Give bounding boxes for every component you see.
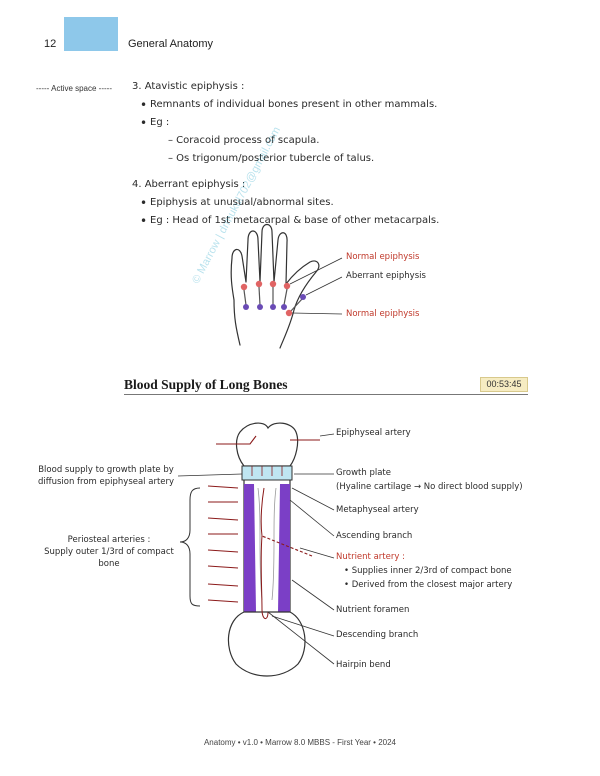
chapter-tab — [64, 17, 118, 51]
leader-aberrant — [305, 276, 343, 296]
chapter-title: General Anatomy — [128, 38, 213, 50]
label-normal-epiphysis-top: Normal epiphysis — [346, 252, 420, 262]
periosteal-brace — [179, 487, 201, 607]
aberrant-epiphyses — [243, 294, 306, 310]
label-nutrient-artery: Nutrient artery : — [336, 552, 405, 562]
aberrant-epiphysis-dot — [257, 304, 263, 310]
compact-bone-left — [244, 484, 256, 612]
page-footer: Anatomy • v1.0 • Marrow 8.0 MBBS - First… — [203, 738, 397, 747]
label-aberrant-epiphysis: Aberrant epiphysis — [346, 271, 426, 281]
periosteal-arteries — [207, 485, 239, 603]
atavistic-bullet-2: Eg : — [140, 114, 552, 132]
aberrant-epiphysis-dot — [281, 304, 287, 310]
aberrant-bullet-1: Epiphysis at unusual/abnormal sites. — [140, 194, 552, 212]
growth-plate-vessels — [251, 466, 283, 476]
aberrant-bullet-2: Eg : Head of 1st metacarpal & base of ot… — [140, 212, 552, 230]
atavistic-bullet-1: Remnants of individual bones present in … — [140, 96, 552, 114]
epiphyseal-arteries — [216, 435, 320, 445]
label-growth-plate-supply: Blood supply to growth plate by diffusio… — [37, 465, 175, 487]
label-nutrient-point-2: • Derived from the closest major artery — [344, 580, 513, 590]
atavistic-heading: 3. Atavistic epiphysis : — [132, 81, 245, 92]
medullary-cavity — [257, 487, 277, 601]
label-nutrient-point-1: • Supplies inner 2/3rd of compact bone — [344, 566, 512, 576]
atavistic-example-2: – Os trigonum/posterior tubercle of talu… — [168, 153, 375, 164]
normal-epiphysis-dot — [255, 280, 263, 288]
normal-epiphysis-thumb-dot — [285, 309, 293, 317]
nutrient-artery — [261, 535, 313, 557]
section-divider — [124, 394, 528, 395]
compact-bone-right — [278, 484, 290, 612]
label-hyaline-cartilage: (Hyaline cartilage → No direct blood sup… — [336, 482, 523, 492]
notes-block: 3. Atavistic epiphysis : Remnants of ind… — [132, 78, 552, 230]
descending-branch — [260, 535, 269, 619]
label-ascending-branch: Ascending branch — [336, 531, 413, 541]
label-hairpin-bend: Hairpin bend — [336, 660, 391, 670]
page-number: 12 — [44, 38, 57, 50]
video-timestamp[interactable]: 00:53:45 — [480, 377, 528, 392]
upper-epiphysis — [235, 422, 299, 467]
label-growth-plate: Growth plate — [336, 468, 391, 478]
normal-epiphysis-dot — [283, 282, 291, 290]
normal-epiphysis-dot — [269, 280, 277, 288]
hand-outline — [230, 223, 320, 349]
normal-epiphysis-dot — [240, 283, 248, 291]
label-normal-epiphysis-bottom: Normal epiphysis — [346, 309, 420, 319]
section-title: Blood Supply of Long Bones — [124, 377, 288, 392]
label-metaphyseal-artery: Metaphyseal artery — [336, 505, 419, 515]
metacarpal-lines — [243, 286, 304, 313]
atavistic-example-1: – Coracoid process of scapula. — [168, 135, 320, 146]
aberrant-epiphysis-dot — [243, 304, 249, 310]
label-nutrient-foramen: Nutrient foramen — [336, 605, 410, 615]
ascending-branch — [260, 487, 265, 537]
aberrant-epiphysis-dot — [300, 294, 306, 300]
left-leaders — [177, 473, 243, 477]
leader-normal-top — [289, 257, 343, 285]
leader-normal-bottom — [291, 312, 343, 315]
label-periosteal-arteries: Periosteal arteries : Supply outer 1/3rd… — [44, 535, 174, 569]
aberrant-epiphysis-dot — [270, 304, 276, 310]
label-epiphyseal-artery: Epiphyseal artery — [336, 428, 411, 438]
right-leaders — [267, 433, 335, 665]
active-space-note: ----- Active space ----- — [36, 84, 112, 93]
label-descending-branch: Descending branch — [336, 630, 419, 640]
normal-epiphyses-top — [240, 280, 291, 291]
aberrant-heading: 4. Aberrant epiphysis : — [132, 179, 246, 190]
lower-epiphysis — [227, 611, 306, 677]
growth-plate — [241, 465, 293, 481]
